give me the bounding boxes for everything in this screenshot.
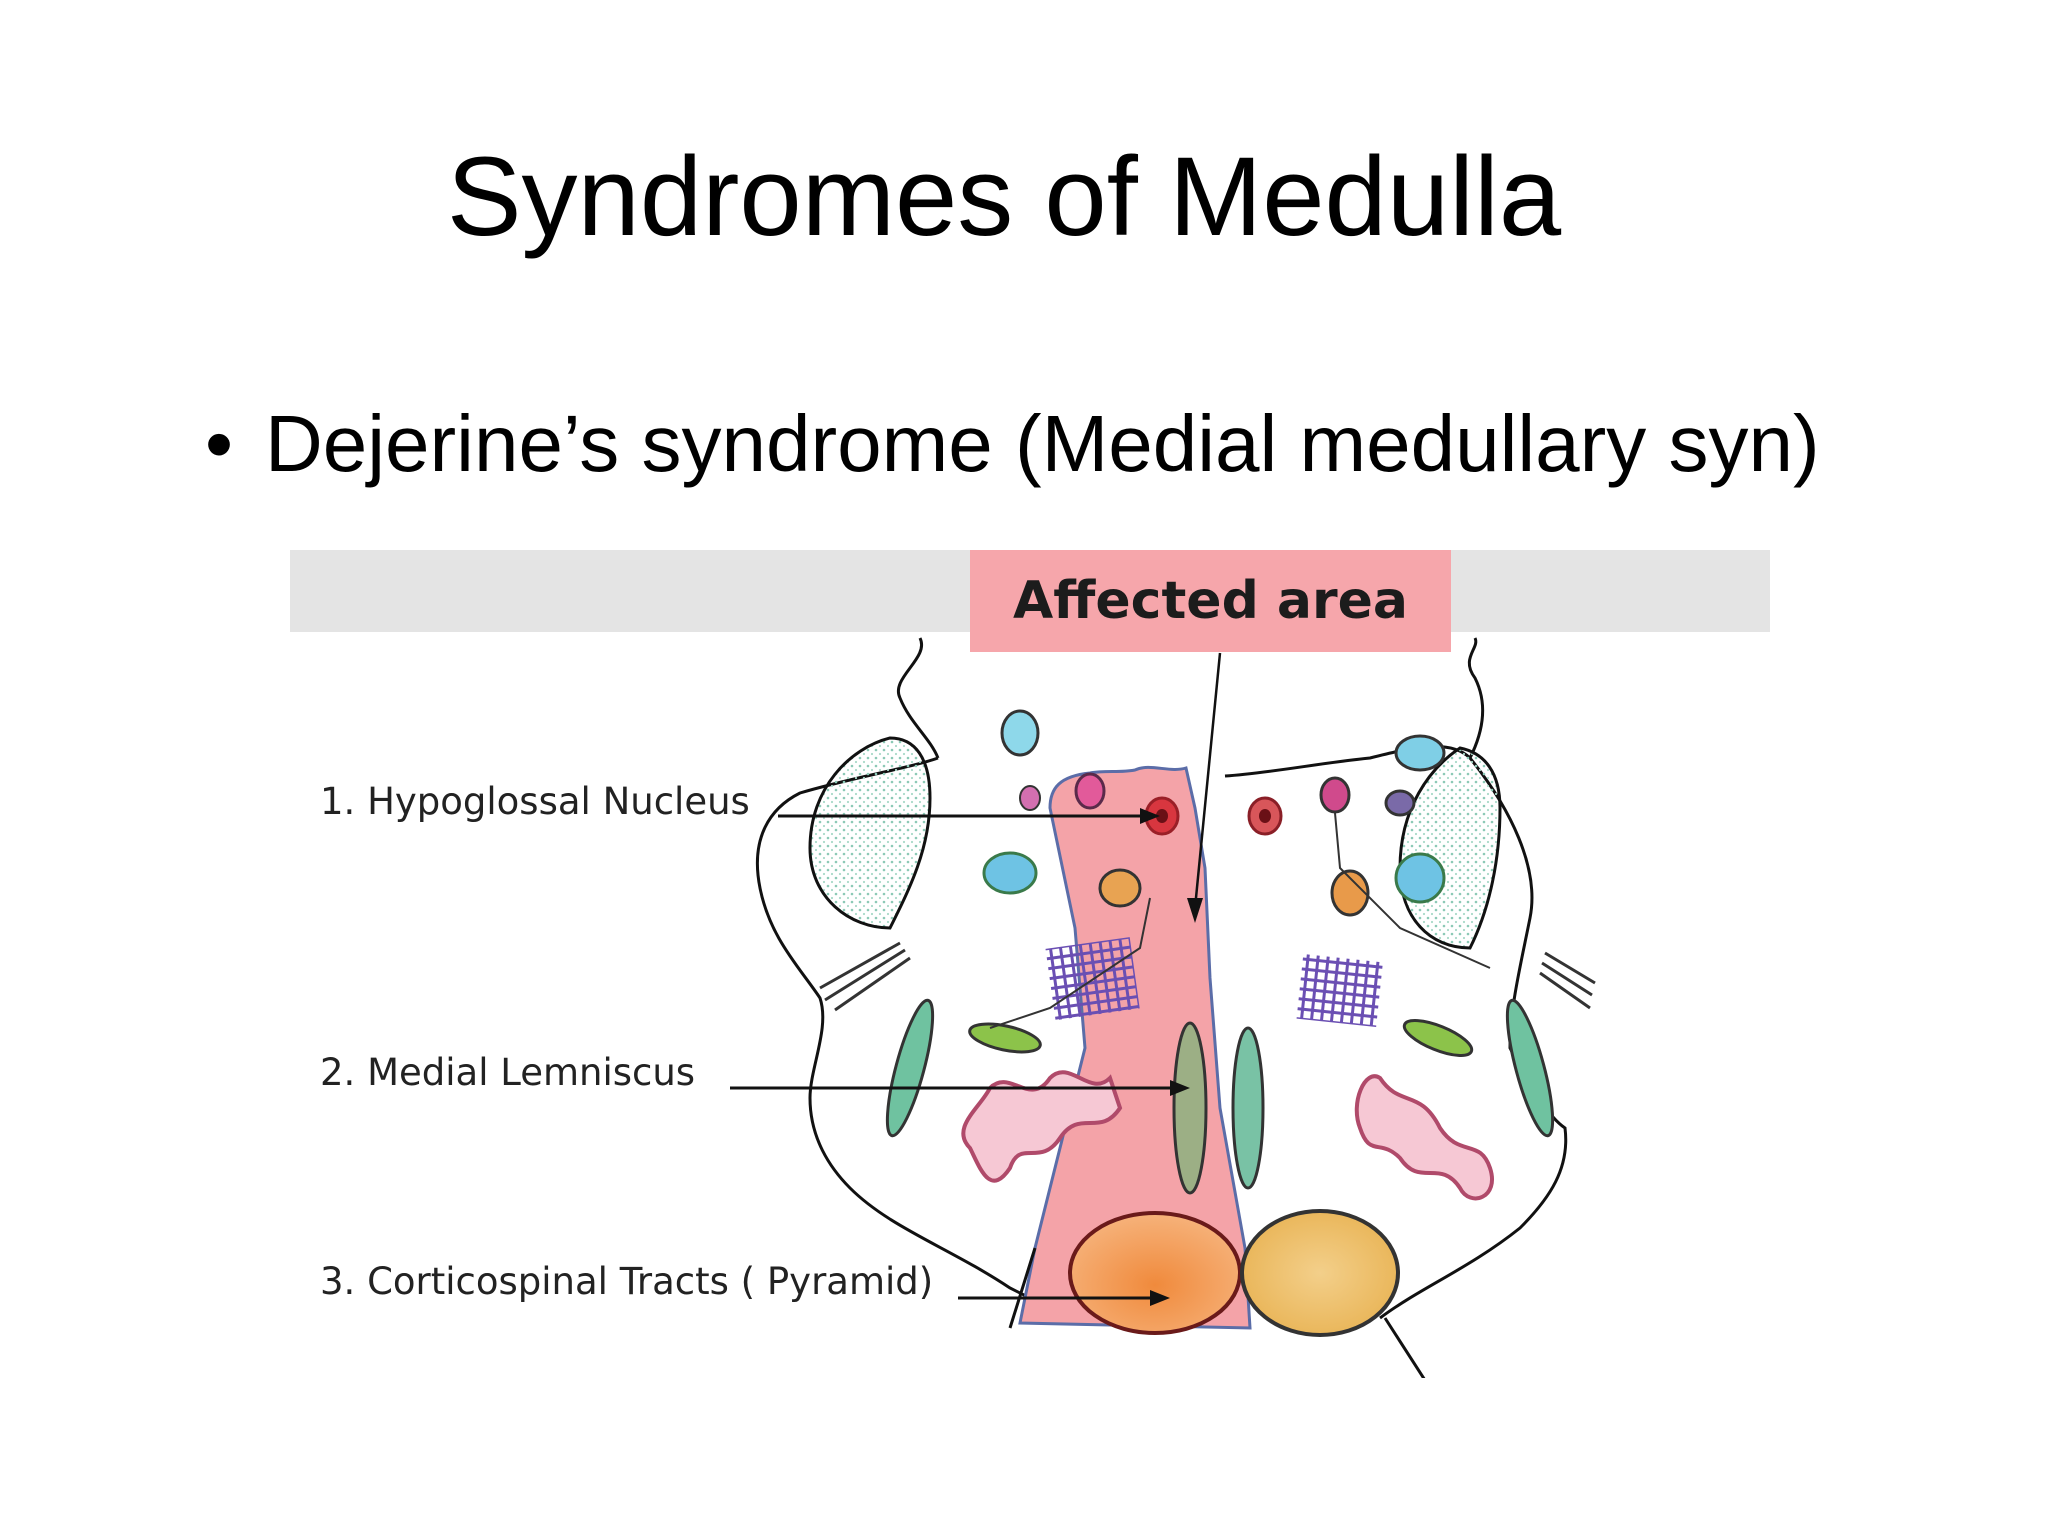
- medial-lemniscus-right: [1231, 1026, 1265, 1190]
- label-corticospinal-tracts: 3. Corticospinal Tracts ( Pyramid): [320, 1260, 934, 1303]
- label-medial-lemniscus: 2. Medial Lemniscus: [320, 1051, 696, 1094]
- slide-title: Syndromes of Medulla: [446, 134, 1562, 259]
- label-hypoglossal-nucleus: 1. Hypoglossal Nucleus: [320, 780, 750, 823]
- affected-area-label: Affected area: [970, 550, 1451, 652]
- medial-lemniscus-left: [1172, 1021, 1208, 1195]
- olive-left: [808, 736, 932, 930]
- hatched-nucleus-right: [1296, 953, 1383, 1027]
- pyramid-left: [1068, 1211, 1242, 1335]
- pyramid-right: [1240, 1209, 1400, 1337]
- medulla-diagram: [730, 637, 1596, 1378]
- medulla-outline-right-top: [1467, 637, 1485, 759]
- medulla-cross-section-figure: Affected area 1. Hypoglossal Nucleus 2. …: [290, 548, 1770, 1378]
- medulla-outline-left: [755, 756, 1161, 1310]
- medulla-outline-left-top: [896, 637, 940, 759]
- bullet-item: • Dejerine’s syndrome (Medial medullary s…: [205, 400, 1820, 488]
- bullet-marker: •: [205, 399, 234, 488]
- medulla-outline-right: [1224, 745, 1568, 1320]
- olive-right: [1398, 746, 1502, 950]
- bullet-text: Dejerine’s syndrome (Medial medullary sy…: [265, 399, 1820, 488]
